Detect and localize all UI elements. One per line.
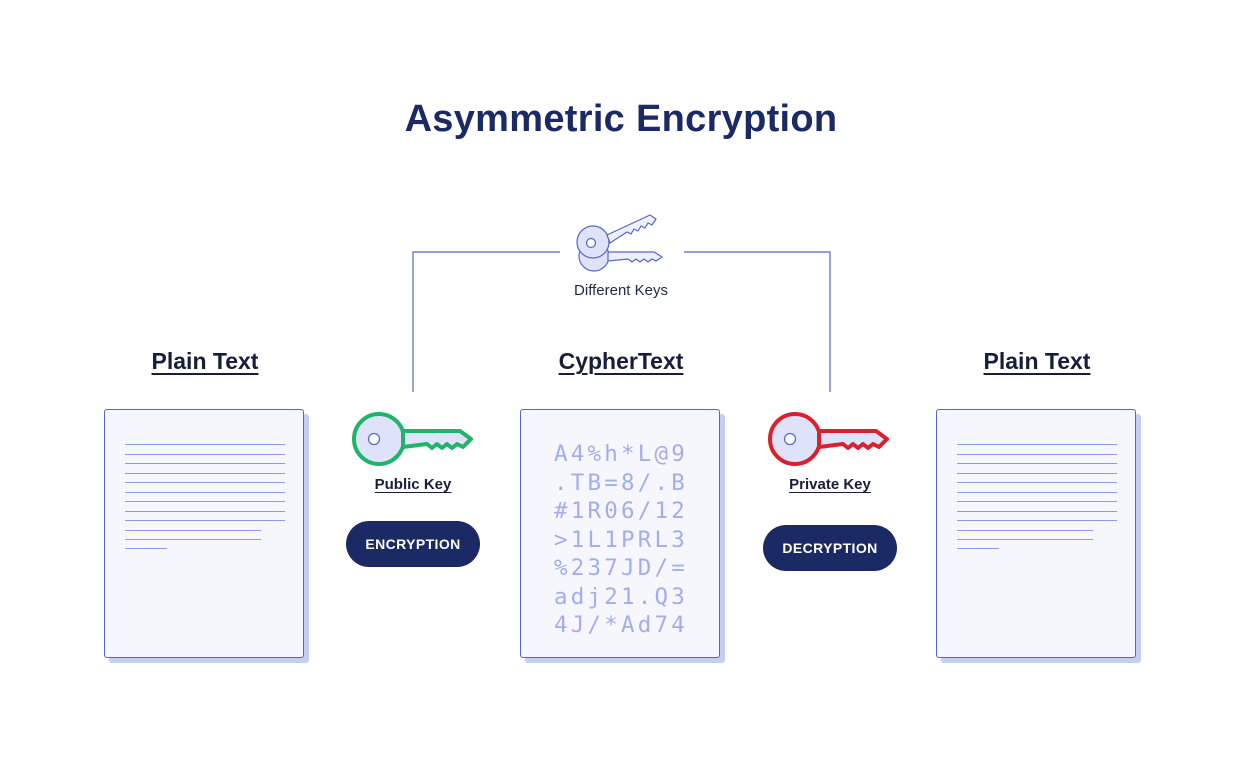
- cipher-text-block: A4%h*L@9.TB=8/.B#1R06/12>1L1PRL3%237JD/=…: [521, 440, 721, 640]
- public-key-label: Public Key: [374, 476, 452, 493]
- cipher-line: .TB=8/.B: [554, 469, 688, 496]
- cipher-line: 4J/*Ad74: [554, 612, 688, 638]
- right-connector-line: [684, 251, 831, 392]
- diagram-title: Asymmetric Encryption: [404, 98, 838, 140]
- public-key-icon: [352, 412, 473, 466]
- private-key-icon: [768, 412, 889, 466]
- encryption-button: ENCRYPTION: [346, 521, 480, 567]
- left-connector-line: [412, 251, 560, 392]
- plain-text-document-left: [104, 409, 304, 658]
- cipher-doc-heading: CypherText: [558, 348, 684, 374]
- cipher-line: #1R06/12: [554, 498, 688, 524]
- plain-text-document-right: [936, 409, 1136, 658]
- different-keys-icon: [576, 214, 664, 272]
- cipher-line: adj21.Q3: [554, 583, 688, 610]
- different-keys-label: Different Keys: [574, 282, 668, 299]
- right-doc-heading: Plain Text: [983, 348, 1091, 374]
- decryption-button: DECRYPTION: [763, 525, 897, 571]
- left-doc-heading: Plain Text: [151, 348, 259, 374]
- cipher-text-document: A4%h*L@9.TB=8/.B#1R06/12>1L1PRL3%237JD/=…: [520, 409, 720, 658]
- private-key-label: Private Key: [789, 476, 871, 493]
- cipher-line: A4%h*L@9: [554, 441, 688, 467]
- cipher-line: >1L1PRL3: [554, 526, 688, 553]
- cipher-line: %237JD/=: [554, 555, 688, 581]
